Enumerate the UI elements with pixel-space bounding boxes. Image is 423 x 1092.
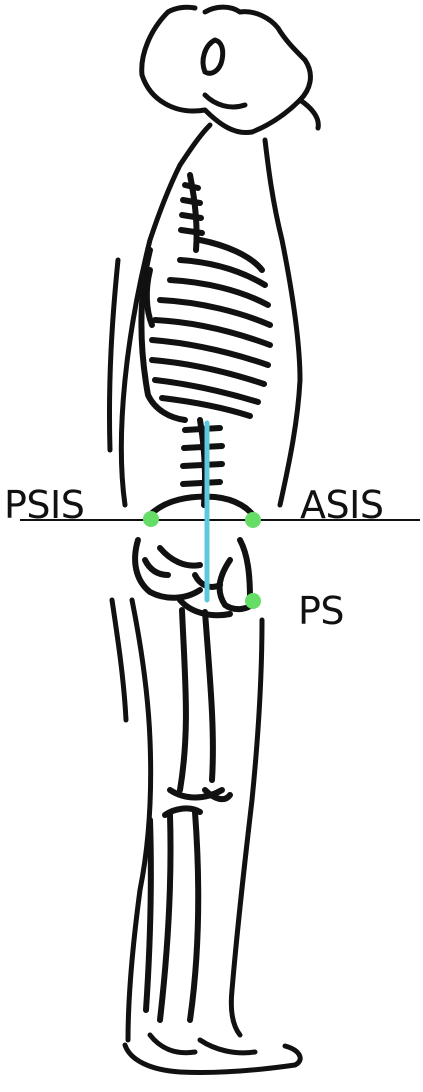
spine — [181, 175, 222, 505]
psis-point — [143, 511, 159, 527]
asis-point — [245, 512, 261, 528]
foot — [125, 1035, 300, 1073]
tibia-fibula — [146, 808, 200, 1020]
ps-label: PS — [298, 592, 344, 630]
rib-cage — [141, 240, 270, 420]
asis-label: ASIS — [300, 486, 383, 524]
ps-point — [245, 593, 261, 609]
femur — [170, 610, 230, 799]
psis-label: PSIS — [4, 486, 84, 524]
head-outline — [142, 7, 319, 165]
